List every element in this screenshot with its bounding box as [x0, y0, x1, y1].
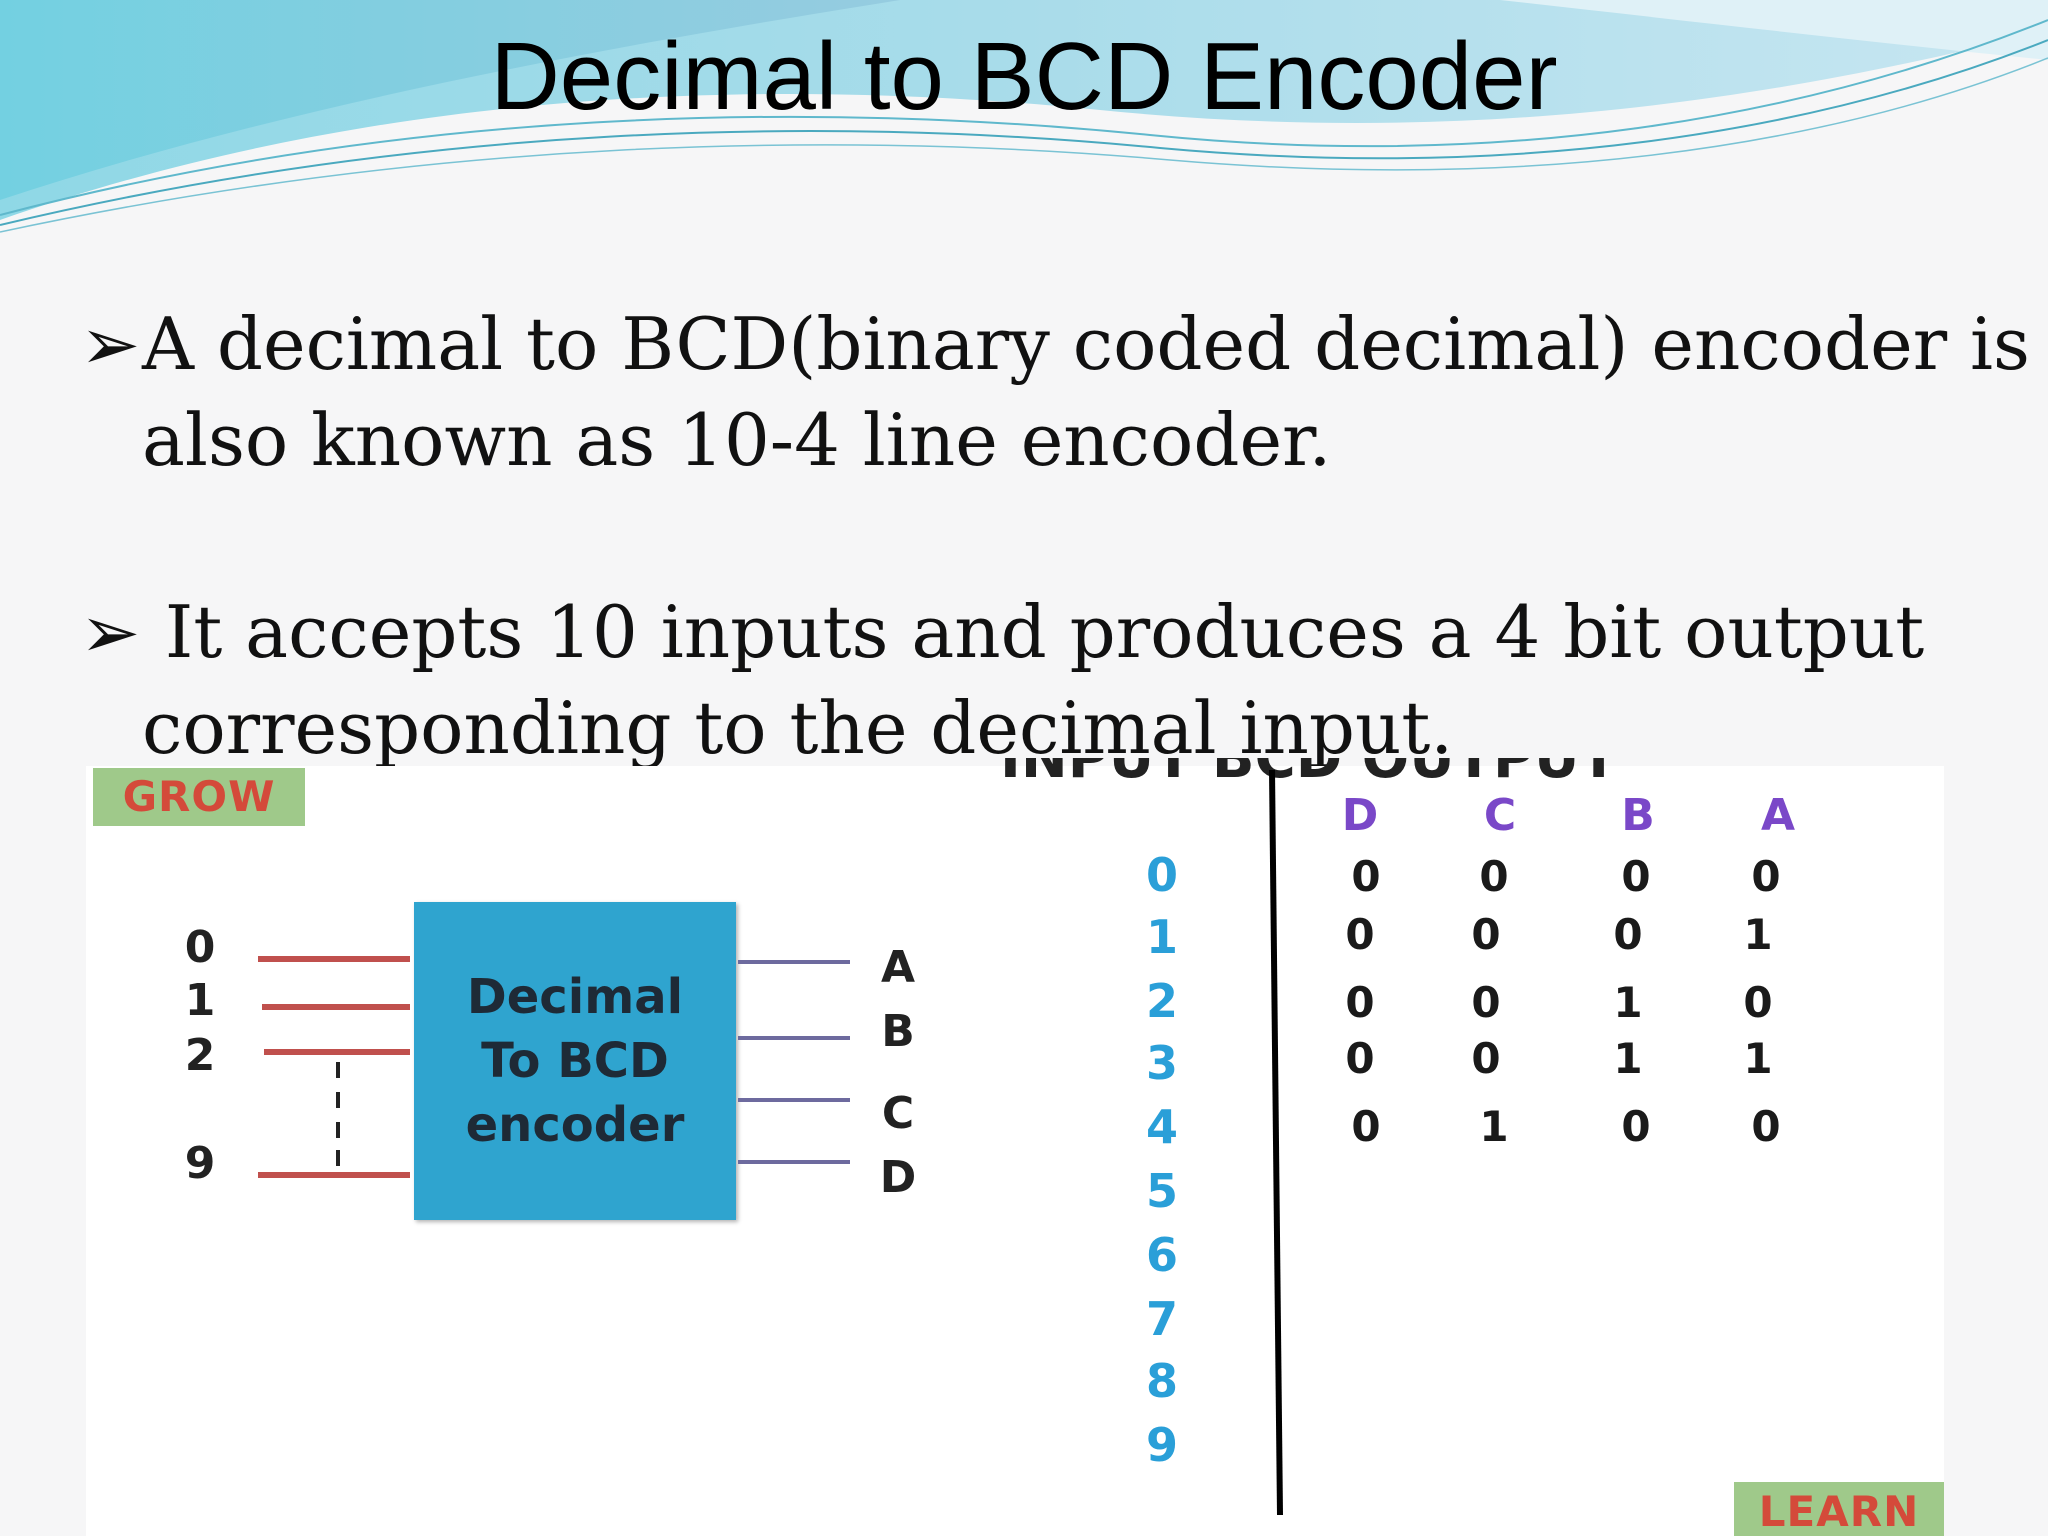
table-cell: 0	[1751, 852, 1781, 901]
input-label-1: 1	[184, 975, 216, 1026]
input-number: 8	[1145, 1354, 1178, 1408]
table-cell: 0	[1345, 910, 1375, 959]
output-label-d: D	[879, 1152, 917, 1203]
table-cell: 0	[1351, 852, 1381, 901]
input-number: 6	[1145, 1228, 1178, 1282]
header-banner	[0, 0, 2048, 233]
input-number: 5	[1145, 1164, 1178, 1218]
input-number: 4	[1145, 1100, 1178, 1154]
table-cell: 0	[1621, 1102, 1651, 1151]
output-label-a: A	[880, 942, 916, 993]
output-line-d	[738, 1160, 850, 1164]
column-header-a: A	[1760, 790, 1796, 841]
table-divider-line	[1269, 770, 1283, 1516]
table-cell: 1	[1743, 1034, 1773, 1083]
bullet-2-line-1: It accepts 10 inputs and produces a 4 bi…	[142, 590, 1925, 674]
ellipsis-dash	[336, 1150, 340, 1166]
table-cell: 0	[1471, 1034, 1501, 1083]
input-line-2	[264, 1049, 410, 1055]
table-cell: 0	[1471, 910, 1501, 959]
input-label-0: 0	[184, 922, 216, 973]
output-label-c: C	[881, 1088, 915, 1139]
table-cell: 1	[1743, 910, 1773, 959]
table-cell: 1	[1613, 1034, 1643, 1083]
learn-badge: LEARN	[1734, 1482, 1944, 1536]
input-line-9	[258, 1172, 410, 1178]
table-cell: 0	[1471, 978, 1501, 1027]
grow-badge: GROW	[93, 768, 305, 826]
input-number: 1	[1145, 910, 1178, 964]
output-line-a	[738, 960, 850, 964]
table-cell: 0	[1479, 852, 1509, 901]
bullet-1: ➢ A decimal to BCD(binary coded decimal)…	[80, 296, 2030, 488]
table-cell: 0	[1351, 1102, 1381, 1151]
ellipsis-dash	[336, 1062, 340, 1078]
output-line-b	[738, 1036, 850, 1040]
table-cell: 0	[1613, 910, 1643, 959]
bullet-1-line-1: A decimal to BCD(binary coded decimal) e…	[142, 302, 2030, 386]
ellipsis-dash	[336, 1092, 340, 1108]
encoder-label-line-3: encoder	[465, 1097, 685, 1153]
bullet-arrow-icon: ➢	[80, 302, 141, 386]
bullet-2: ➢ It accepts 10 inputs and produces a 4 …	[80, 584, 1980, 776]
table-cell: 0	[1621, 852, 1651, 901]
column-header-b: B	[1621, 790, 1655, 841]
input-number: 3	[1145, 1036, 1178, 1090]
encoder-label-line-2: To BCD	[481, 1033, 669, 1089]
slide-title: Decimal to BCD Encoder	[490, 23, 1558, 130]
bullet-1-line-2: also known as 10-4 line encoder.	[142, 398, 1332, 482]
encoder-figure	[86, 766, 1944, 1536]
column-header-c: C	[1483, 790, 1517, 841]
input-number: 9	[1145, 1418, 1178, 1472]
column-header-d: D	[1341, 790, 1379, 841]
encoder-label-line-1: Decimal	[466, 969, 684, 1025]
output-label-b: B	[881, 1006, 915, 1057]
table-cell: 0	[1751, 1102, 1781, 1151]
output-line-c	[738, 1098, 850, 1102]
table-cell: 1	[1613, 978, 1643, 1027]
table-cell: 1	[1479, 1102, 1509, 1151]
table-cell: 0	[1345, 978, 1375, 1027]
truth-table-clipped-header: INPUT BCD OUTPUT	[1000, 758, 1800, 782]
clipped-header-text: INPUT BCD OUTPUT	[1000, 758, 1618, 782]
input-label-9: 9	[184, 1138, 216, 1189]
bullet-arrow-icon: ➢	[80, 590, 141, 674]
input-line-0	[258, 956, 410, 962]
input-number: 7	[1145, 1292, 1178, 1346]
encoder-block: Decimal To BCD encoder	[414, 902, 736, 1220]
ellipsis-dash	[336, 1122, 340, 1138]
input-number: 0	[1145, 848, 1178, 902]
table-cell: 0	[1345, 1034, 1375, 1083]
input-number: 2	[1145, 974, 1178, 1028]
input-label-2: 2	[184, 1030, 216, 1081]
table-cell: 0	[1743, 978, 1773, 1027]
input-line-1	[262, 1004, 410, 1010]
bullet-2-line-2: corresponding to the decimal input.	[142, 686, 1454, 770]
